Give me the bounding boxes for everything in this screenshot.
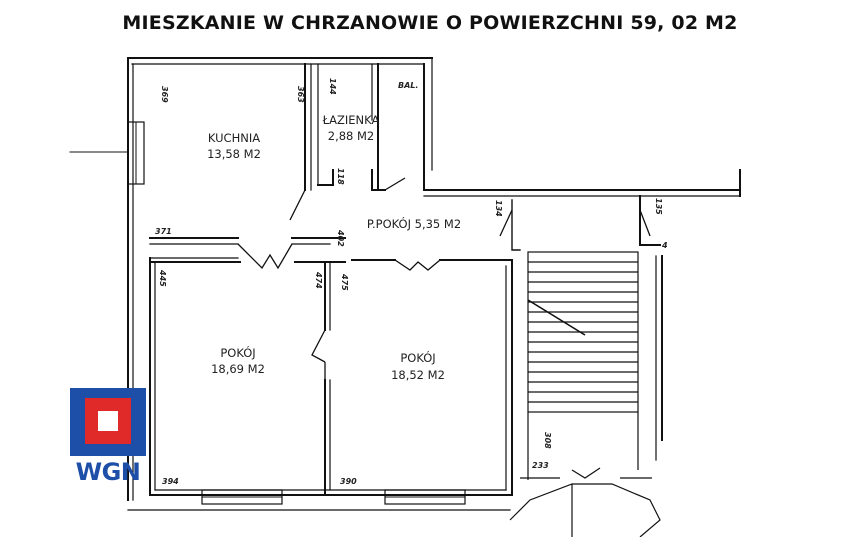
balcony-label: BAL. — [398, 81, 418, 90]
dim-stair-bottom: 233 — [532, 461, 549, 470]
dim-hall-width: 402 — [336, 229, 345, 247]
dim-stair-side: 308 — [543, 432, 552, 449]
dim-kitchen-bottom: 371 — [155, 227, 172, 236]
hall-label: P.POKÓJ 5,35 M2 — [367, 216, 461, 231]
kitchen-area: 13,58 M2 — [207, 147, 261, 161]
dim-bath-door: 118 — [336, 168, 345, 185]
dim-stair-mark: 4 — [661, 241, 668, 250]
dim-kitchen-left: 369 — [160, 86, 169, 103]
dim-left-room-bottom: 394 — [162, 477, 179, 486]
plan-walls — [69, 57, 741, 511]
dim-mid-wall-b: 475 — [340, 273, 349, 291]
dim-mid-wall-a: 474 — [314, 271, 323, 289]
room-left-name: POKÓJ — [220, 345, 255, 360]
bathroom-area: 2,88 M2 — [328, 129, 375, 143]
kitchen-name: KUCHNIA — [208, 131, 260, 145]
bathroom-name: ŁAZIENKA — [322, 113, 380, 127]
logo-text: WGN — [75, 458, 141, 486]
dim-door-a: 134 — [494, 200, 503, 217]
wgn-logo: WGN — [70, 388, 146, 494]
staircase — [509, 251, 661, 537]
logo-red-square — [85, 398, 131, 444]
logo-square — [70, 388, 146, 456]
dim-bath-width: 144 — [328, 78, 337, 95]
dim-right-room-bottom: 390 — [340, 477, 357, 486]
room-left-area: 18,69 M2 — [211, 362, 265, 376]
logo-white-square — [98, 411, 118, 431]
doors — [237, 177, 651, 380]
room-right-name: POKÓJ — [400, 350, 435, 365]
dim-left-room-side: 445 — [158, 269, 167, 287]
room-right-area: 18,52 M2 — [391, 368, 445, 382]
page-title: MIESZKANIE W CHRZANOWIE O POWIERZCHNI 59… — [122, 12, 738, 34]
dim-kitchen-right: 363 — [296, 86, 305, 103]
dim-door-b: 135 — [654, 198, 663, 215]
